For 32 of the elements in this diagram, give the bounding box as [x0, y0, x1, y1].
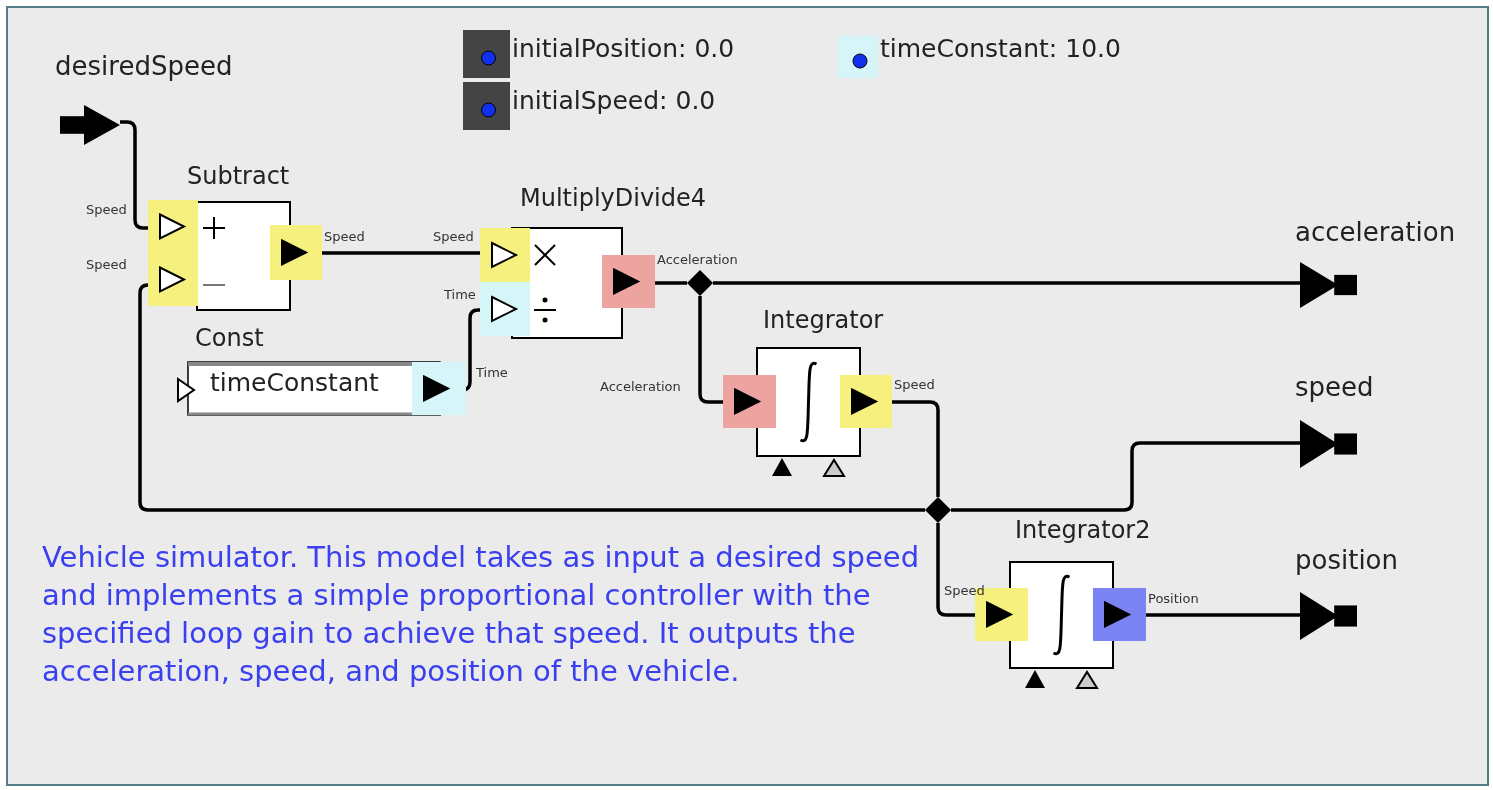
- port-label: Speed: [324, 230, 365, 245]
- port-name: desiredSpeed: [55, 52, 233, 82]
- actor-name: Subtract: [187, 163, 290, 191]
- description-text: Vehicle simulator. This model takes as input a desired speed and implements a simple proportional controller with the specified loop gain to achieve that speed. It outputs the acceleration, speed, and position of the vehicle.: [42, 539, 921, 690]
- port-label: Position: [1148, 592, 1199, 607]
- port-label: Speed: [433, 230, 474, 245]
- connector-line: [892, 400, 940, 497]
- parameter-value: timeConstant: 10.0: [880, 35, 1121, 64]
- port-label: Speed: [86, 203, 127, 218]
- actor-name: MultiplyDivide4: [520, 185, 707, 213]
- port-name: acceleration: [1295, 218, 1456, 248]
- connector-line: [322, 251, 480, 255]
- port-label: Speed: [944, 584, 985, 599]
- actor-name: Integrator: [763, 307, 884, 335]
- port-name: speed: [1295, 373, 1374, 403]
- parameter-value: initialSpeed: 0.0: [512, 87, 716, 116]
- port-label: Acceleration: [657, 253, 738, 268]
- connector-line: [951, 441, 1300, 512]
- connector-line: [655, 281, 687, 285]
- port-name: position: [1295, 546, 1398, 576]
- connector-line: [713, 281, 1300, 285]
- port-label: Time: [476, 366, 508, 381]
- parameter-name: timeConstant: [210, 369, 379, 398]
- actor-name: Integrator2: [1015, 517, 1151, 545]
- connector-line: [1146, 613, 1300, 617]
- port-label: Speed: [86, 258, 127, 273]
- actor-name: Const: [195, 325, 264, 353]
- port-label: Time: [444, 288, 476, 303]
- parameter-value: initialPosition: 0.0: [512, 35, 735, 64]
- connector-line: [138, 283, 925, 512]
- port-label: Speed: [894, 378, 935, 393]
- port-label: Acceleration: [600, 380, 681, 395]
